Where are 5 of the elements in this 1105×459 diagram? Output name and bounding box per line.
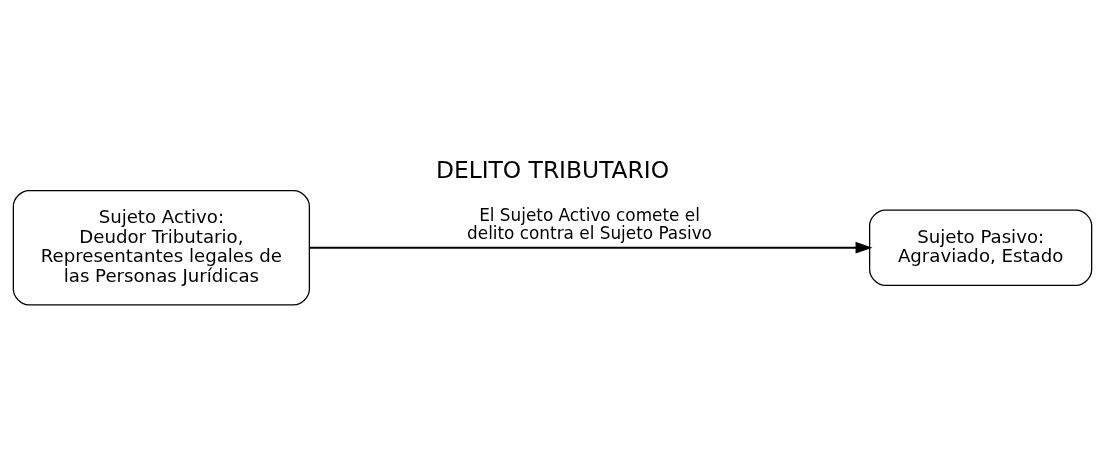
node-box: Sujeto Activo: Deudor Tributario, Representantes legales de las Personas Jurídicas bbox=[12, 189, 311, 306]
arrow bbox=[308, 241, 873, 254]
diagram-title: DELITO TRIBUTARIO bbox=[435, 156, 670, 185]
edge-label: El Sujeto Activo comete el delito contra el Sujeto Pasivo bbox=[467, 204, 712, 244]
node-box: Sujeto Pasivo: Agraviado, Estado bbox=[869, 209, 1093, 286]
